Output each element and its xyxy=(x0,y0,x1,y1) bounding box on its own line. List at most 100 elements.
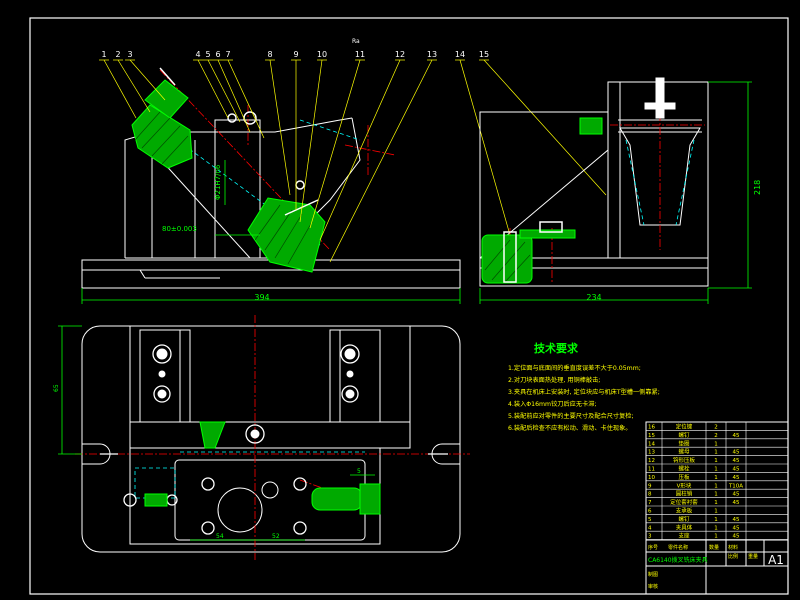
parts-row-qty: 1 xyxy=(714,450,718,456)
balloon-leader-line xyxy=(117,59,151,113)
plan-dim-small: 5 xyxy=(357,468,361,475)
tech-requirements-list: 1.定位面与底面间的垂直度误差不大于0.05mm; 2.对刀块表面热处理, 用铜棒… xyxy=(508,364,660,432)
balloon-leader-line xyxy=(483,59,607,196)
parts-row-name: 夹具体 xyxy=(676,523,693,531)
balloon-number: 2 xyxy=(115,50,120,59)
balloon-number: 9 xyxy=(293,50,298,59)
parts-row-material: T10A xyxy=(728,483,743,489)
parts-row-qty: 1 xyxy=(714,483,718,489)
roughness-symbol: Ra xyxy=(352,38,360,45)
parts-row-no: 7 xyxy=(648,500,652,506)
parts-row-qty: 1 xyxy=(714,492,718,498)
balloon-number: 15 xyxy=(479,50,489,59)
parts-row-name: 螺母 xyxy=(678,448,690,456)
balloon-leader-line xyxy=(329,59,433,263)
parts-row-no: 14 xyxy=(648,441,655,447)
parts-row-name: 钩形压板 xyxy=(673,456,696,464)
parts-row-qty: 1 xyxy=(714,467,718,473)
tech-requirement-item: 4.装入Φ16mm铰刀后应无卡滞; xyxy=(508,400,596,408)
balloon-leader-line xyxy=(299,59,323,223)
balloon-number: 11 xyxy=(355,50,365,59)
parts-row-qty: 1 xyxy=(714,475,718,481)
drawing-name: CA6140拨叉铣床夹具 xyxy=(648,556,708,564)
parts-row-no: 11 xyxy=(648,467,655,473)
balloon-number: 13 xyxy=(427,50,437,59)
balloon-leader-line xyxy=(207,59,241,123)
parts-row-no: 13 xyxy=(648,450,655,456)
balloon-number: 14 xyxy=(455,50,465,59)
offset-dim: 80±0.003 xyxy=(162,225,197,233)
plan-height-dim: 65 xyxy=(53,384,60,392)
balloon-leader-line xyxy=(459,59,511,236)
parts-row-name: 压板 xyxy=(678,473,690,481)
side-height-dim: 218 xyxy=(753,180,762,195)
balloon-number: 3 xyxy=(127,50,132,59)
side-width-dim: 234 xyxy=(586,293,601,302)
parts-row-material: 45 xyxy=(733,450,740,456)
parts-row-qty: 1 xyxy=(714,534,718,540)
parts-row-name: V形块 xyxy=(677,481,692,489)
parts-row-no: 16 xyxy=(648,425,655,431)
parts-row-name: 螺栓 xyxy=(678,465,690,473)
plan-dim-b: 52 xyxy=(272,533,280,540)
balloon-number: 5 xyxy=(205,50,210,59)
parts-row-qty: 1 xyxy=(714,509,718,515)
parts-row-material: 45 xyxy=(733,467,740,473)
tech-requirements-title: 技术要求 xyxy=(534,341,579,355)
plan-dim-a: 54 xyxy=(216,533,224,540)
scale-label: 比例 xyxy=(728,553,738,560)
parts-row-material: 45 xyxy=(733,517,740,523)
parts-row-qty: 1 xyxy=(714,500,718,506)
balloon-number: 1 xyxy=(101,50,106,59)
parts-row-name: 定位键 xyxy=(676,423,693,431)
parts-row-qty: 1 xyxy=(714,525,718,531)
parts-row-qty: 2 xyxy=(714,433,718,439)
balloon-leader-line xyxy=(129,59,166,101)
title-header-qty: 数量 xyxy=(709,544,719,551)
parts-row-no: 4 xyxy=(648,525,652,531)
balloon-leader-line xyxy=(269,59,291,196)
parts-row-name: 定位套衬套 xyxy=(670,498,698,506)
title-header-no: 序号 xyxy=(648,544,658,551)
parts-row-no: 10 xyxy=(648,475,655,481)
check-label: 审核 xyxy=(648,583,658,590)
parts-row-material: 45 xyxy=(733,458,740,464)
tech-requirement-item: 2.对刀块表面热处理, 用铜棒敲击; xyxy=(508,376,600,384)
parts-row-qty: 1 xyxy=(714,517,718,523)
parts-row-name: 螺钉 xyxy=(678,515,690,523)
parts-row-name: 垫圈 xyxy=(678,439,690,447)
side-view xyxy=(479,77,752,304)
balloon-number: 8 xyxy=(267,50,272,59)
parts-row-qty: 1 xyxy=(714,441,718,447)
tech-requirement-item: 3.夹具在机床上安装时, 定位块应与机床T型槽一侧靠紧; xyxy=(508,388,660,396)
balloon-leader-line xyxy=(103,59,137,119)
front-width-dim: 394 xyxy=(254,293,269,302)
parts-row-name: 支座 xyxy=(678,532,690,540)
parts-row-name: 支承板 xyxy=(676,507,693,515)
parts-row-no: 9 xyxy=(648,483,652,489)
parts-row-name: 圆柱销 xyxy=(676,490,693,498)
sheet-size: A1 xyxy=(768,553,784,567)
tech-requirement-item: 1.定位面与底面间的垂直度误差不大于0.05mm; xyxy=(508,364,641,372)
balloon-number: 10 xyxy=(317,50,327,59)
title-block xyxy=(645,539,789,595)
balloon-leader-line xyxy=(197,59,229,119)
parts-row-material: 45 xyxy=(733,534,740,540)
balloon-leader-line xyxy=(227,59,265,139)
bore-dim: Φ21H7/n6 xyxy=(214,164,222,200)
balloon-number: 6 xyxy=(215,50,220,59)
parts-row-material: 45 xyxy=(733,492,740,498)
tech-requirement-item: 6.装配后检查不应有松动、滑动、卡住现象。 xyxy=(508,424,631,432)
balloon-leader-line xyxy=(217,59,251,133)
parts-row-no: 6 xyxy=(648,509,652,515)
parts-row-name: 螺钉 xyxy=(678,431,690,439)
drawn-label: 制图 xyxy=(648,571,658,578)
parts-row-material: 45 xyxy=(733,525,740,531)
parts-row-material: 45 xyxy=(733,475,740,481)
balloon-number: 12 xyxy=(395,50,405,59)
tech-requirement-item: 5.装配前应对零件的主要尺寸及配合尺寸复检; xyxy=(508,412,634,420)
balloon-leader-line xyxy=(309,59,361,229)
title-header-name: 零件名称 xyxy=(668,544,688,551)
balloon-number: 4 xyxy=(195,50,200,59)
